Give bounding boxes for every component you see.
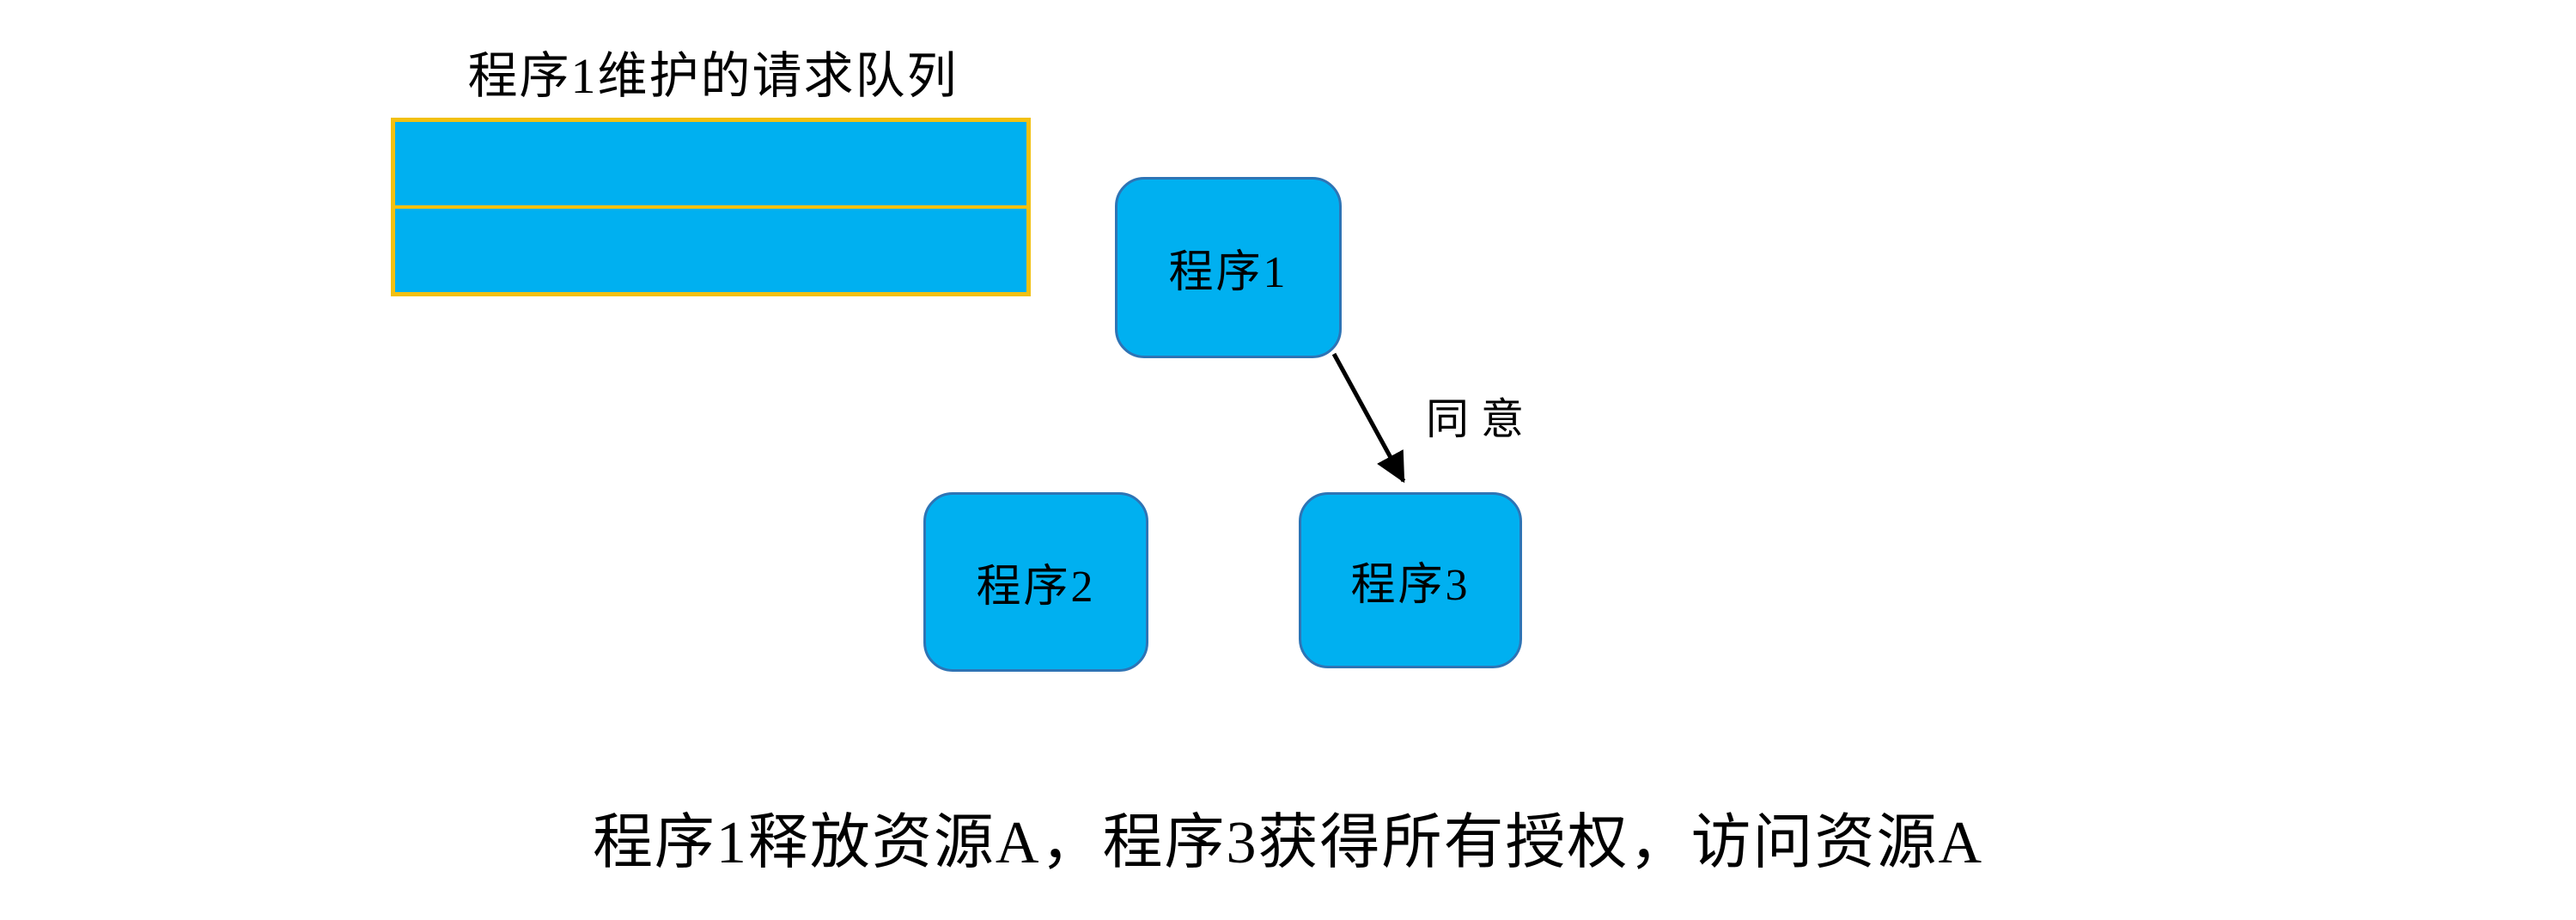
- node-program-2-label: 程序2: [976, 563, 1096, 612]
- agree-arrow-label: 同意: [1426, 395, 1536, 443]
- node-program-3: 程序3: [1299, 492, 1522, 668]
- queue-slot-2: [395, 205, 1026, 292]
- node-program-2: 程序2: [923, 492, 1148, 672]
- node-program-1-label: 程序1: [1168, 248, 1288, 297]
- node-program-3-label: 程序3: [1350, 561, 1471, 610]
- request-queue: [391, 118, 1031, 296]
- queue-slot-1: [395, 122, 1026, 205]
- caption-text: 程序1释放资源A，程序3获得所有授权，访问资源A: [592, 810, 1984, 876]
- node-program-1: 程序1: [1115, 177, 1342, 358]
- queue-title: 程序1维护的请求队列: [467, 48, 959, 104]
